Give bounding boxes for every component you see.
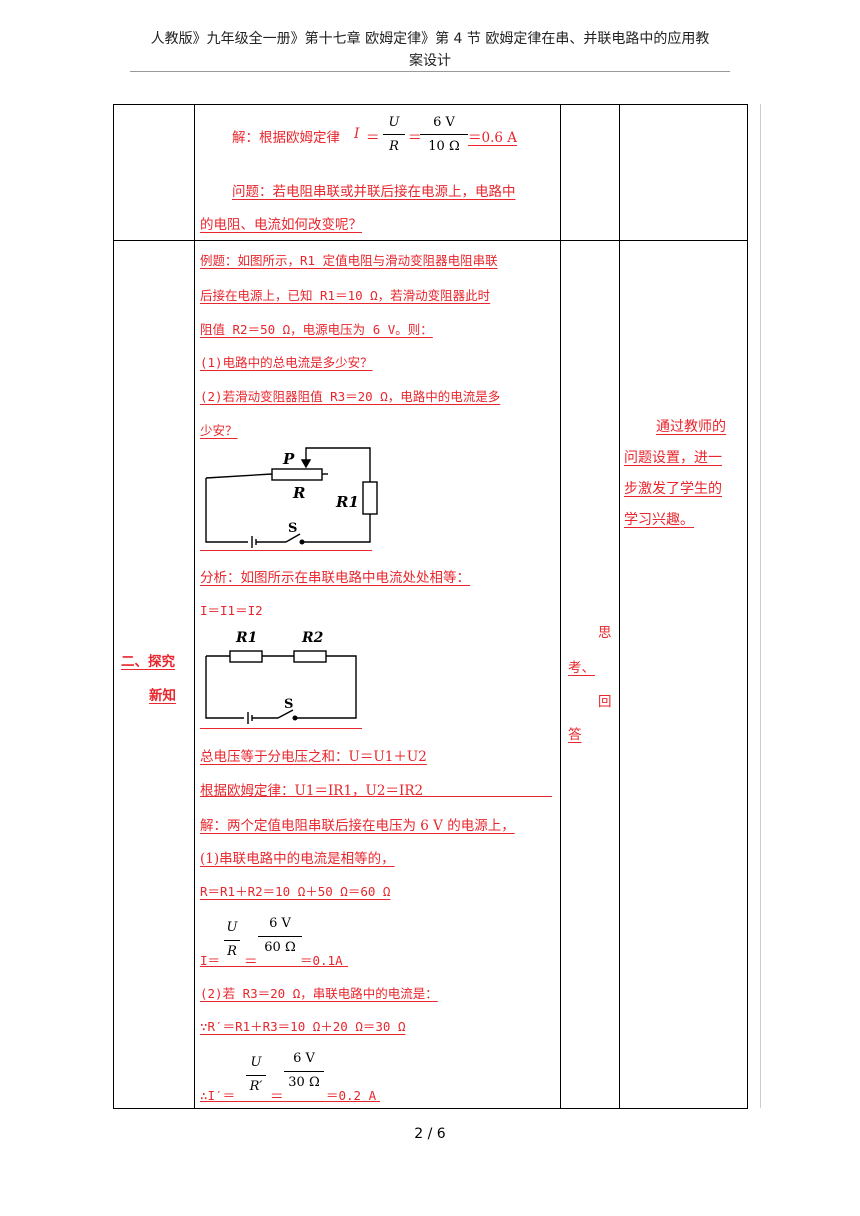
example-line: 少安？ [200,423,238,438]
formula-i: I [354,126,360,142]
design-intent-line: 学习兴趣。 [624,512,694,528]
eq2-result: ＝0.2 A [326,1088,377,1103]
circuit1-label-s: S [288,521,297,536]
design-intent: 通过教师的 问题设置，进一 步激发了学生的 学习兴趣。 [624,412,742,536]
example-line: (1)电路中的总电流是多少安？ [200,355,373,370]
margin-line [760,104,761,1108]
voltage-sum-line: 总电压等于分电压之和：U＝U1＋U2 [200,749,427,765]
r-prime-line: ∵R′＝R1＋R3＝10 Ω＋20 Ω＝30 Ω [200,1019,406,1034]
activity-char: 答 [568,727,582,743]
section-title-line-2: 新知 [149,688,176,704]
current-equation: I＝I1＝I2 [200,603,263,618]
example-line: (2)若滑动变阻器阻值 R3＝20 Ω，电路中的电流是多 [200,389,501,404]
header-line-2: 案设计 [409,53,451,69]
circuit2-label-r2: R2 [301,630,324,646]
design-intent-line: 问题设置，进一 [624,450,722,466]
circuit-diagram-2: R1 R2 S [205,630,357,724]
question-line-1: 问题：若电阻串联或并联后接在电源上，电路中 [232,184,516,200]
solve-intro-line: 解：两个定值电阻串联后接在电压为 6 V 的电源上， [200,818,515,834]
column-divider [619,105,620,1108]
eq1-numerator: U [226,920,238,935]
step1-line: (1)串联电路中的电流是相等的， [200,851,395,867]
eq1-numerator-value: 6 V [269,916,291,931]
document-header: 人教版》九年级全一册》第十七章 欧姆定律》第 4 节 欧姆定律在串、并联电路中的… [120,28,740,72]
circuit2-label-r1: R1 [235,630,257,646]
circuit-diagram-1: P R R1 S [205,447,378,548]
total-resistance-line: R＝R1＋R2＝10 Ω＋50 Ω＝60 Ω [200,884,391,899]
example-line: 后接在电源上，已知 R1＝10 Ω，若滑动变阻器此时 [200,288,491,303]
activity-char: 回 [598,694,612,710]
eq2-denominator: R′ [249,1079,263,1094]
ohm-law-line: 根据欧姆定律：U1＝IR1，U2＝IR2 [200,783,424,799]
frac2-numerator: 6 V [433,115,455,130]
eq1-result: ＝0.1A [300,953,343,968]
activity-char: 思 [598,625,612,641]
eq1-denominator: R [227,944,237,959]
column-divider [194,105,195,1108]
step2-line: (2)若 R3＝20 Ω，串联电路中的电流是： [200,986,438,1001]
solution-prefix: 解：根据欧姆定律 [232,130,340,146]
design-intent-line: 步激发了学生的 [624,481,722,497]
frac2-denominator: 10 Ω [428,139,460,154]
frac1-denominator: R [389,139,399,154]
lesson-table [113,104,748,1109]
eq2-numerator-value: 6 V [293,1051,315,1066]
frac1-numerator: U [388,115,400,130]
solution-result: ＝0.6 A [468,130,518,146]
eq2-numerator: U [250,1055,262,1070]
example-line: 例题：如图所示，R1 定值电阻与滑动变阻器电阻串联 [200,253,498,268]
activity-char: 考、 [568,660,595,676]
page-number: 2 / 6 [414,1126,446,1142]
eq1-denominator-value: 60 Ω [264,940,296,955]
section-title-line-1: 二、探究 [121,654,175,670]
eq2-prefix: ∴I′＝ [200,1088,236,1103]
row-divider [114,240,747,241]
circuit2-label-s: S [284,697,293,712]
design-intent-line: 通过教师的 [656,419,726,435]
header-line-1: 人教版》九年级全一册》第十七章 欧姆定律》第 4 节 欧姆定律在串、并联电路中的… [150,31,710,47]
analysis-line: 分析：如图所示在串联电路中电流处处相等： [200,570,470,586]
circuit1-label-p: P [282,450,295,468]
column-divider [560,105,561,1108]
question-line-2: 的电阻、电流如何改变呢？ [200,217,362,233]
header-rule [130,71,730,72]
example-line: 阻值 R2＝50 Ω，电源电压为 6 V。则： [200,322,433,337]
circuit1-label-r: R [292,484,305,502]
eq2-denominator-value: 30 Ω [288,1075,320,1090]
circuit1-label-r1: R1 [335,493,359,511]
eq1-prefix: I＝ [200,953,221,968]
